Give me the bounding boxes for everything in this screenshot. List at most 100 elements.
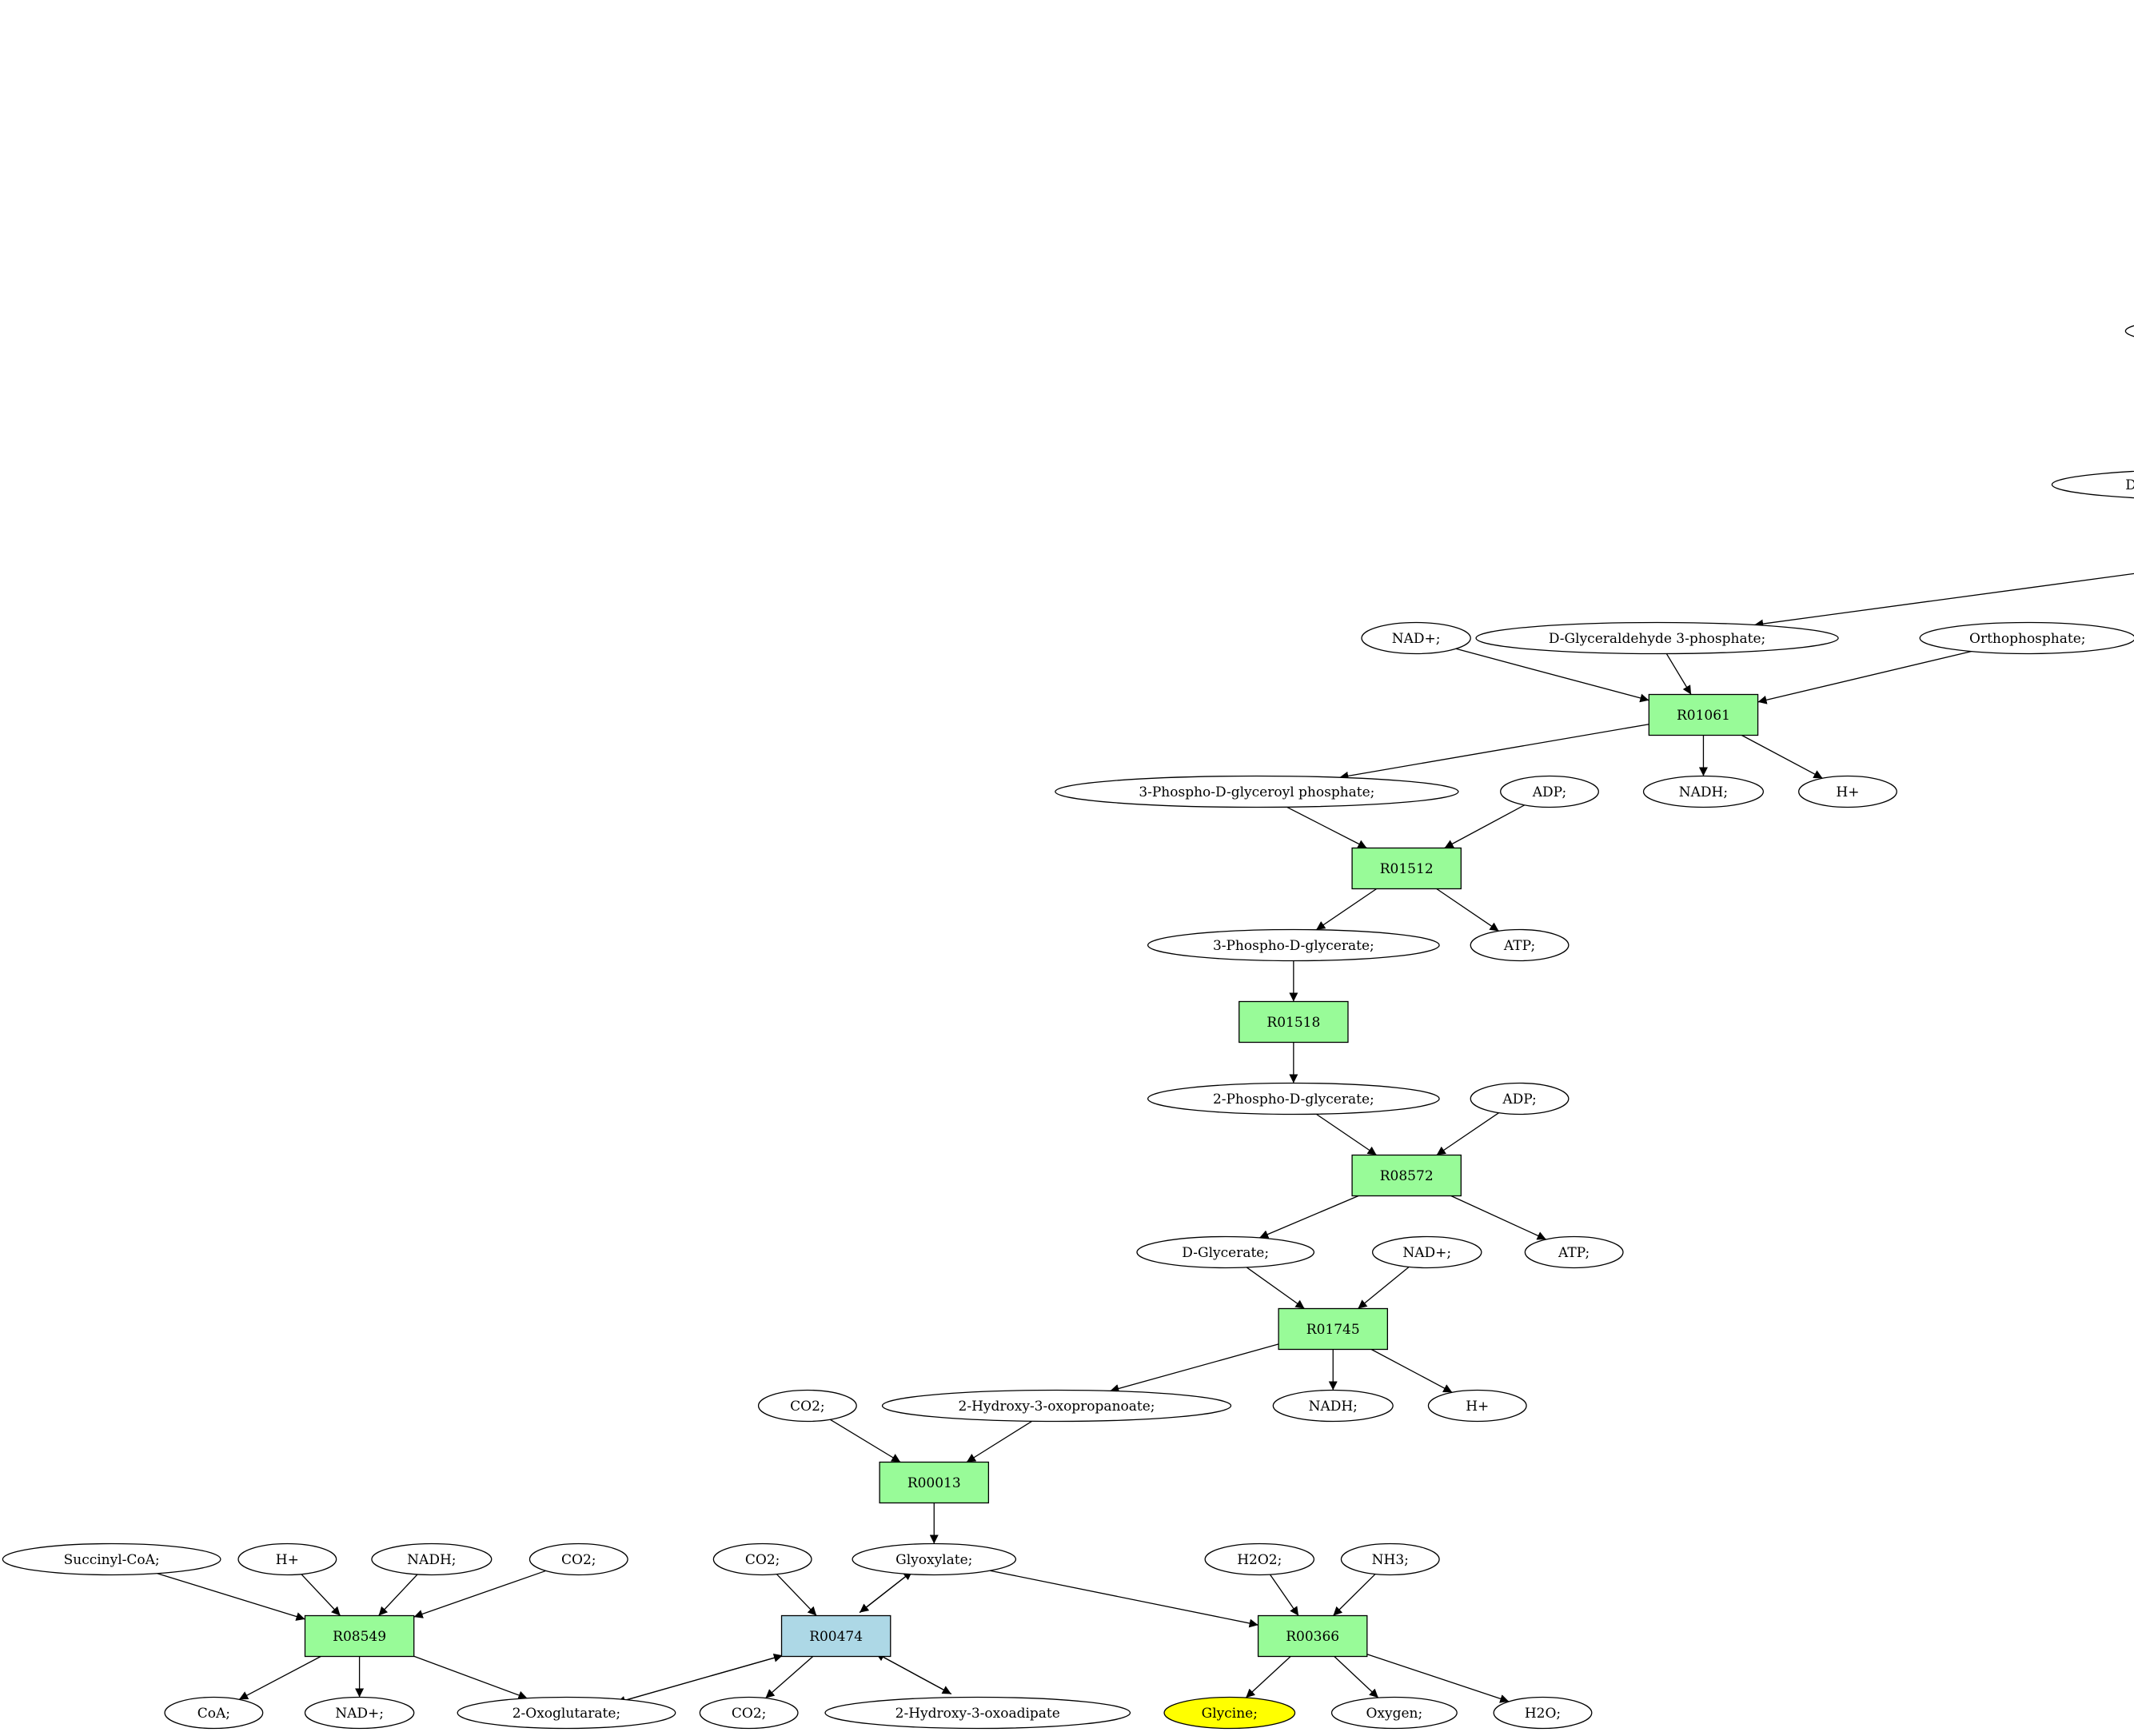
compound-node-bpg[interactable]: 3-Phospho-D-glyceroyl phosphate; xyxy=(1055,775,1459,808)
compound-node-f6p[interactable]: D-Fructose 6-phosphate; xyxy=(2124,316,2134,347)
compound-ellipse xyxy=(164,1696,264,1730)
edge-co2_c-to-r08549 xyxy=(413,1570,546,1618)
compound-node-gap[interactable]: D-Glyceraldehyde 3-phosphate; xyxy=(1475,621,1839,655)
node-label: NAD+; xyxy=(335,1706,384,1722)
compound-node-glyox[interactable]: Glyoxylate; xyxy=(852,1542,1017,1576)
edge-hp_e-to-r08549 xyxy=(301,1574,341,1616)
node-label: R00474 xyxy=(809,1629,863,1645)
reaction-node-r00474[interactable]: R00474 xyxy=(780,1614,891,1658)
compound-node-nadp_d[interactable]: NAD+; xyxy=(1371,1235,1482,1269)
reaction-node-r01512[interactable]: R01512 xyxy=(1351,847,1462,890)
compound-node-hp_b[interactable]: H+ xyxy=(1798,775,1897,808)
reaction-box xyxy=(879,1461,990,1504)
compound-node-adp3[interactable]: ADP; xyxy=(1470,1082,1570,1115)
compound-ellipse xyxy=(1493,1696,1593,1730)
node-label: NH3; xyxy=(1372,1552,1409,1568)
compound-node-adp2[interactable]: ADP; xyxy=(1500,775,1599,808)
node-label: H2O2; xyxy=(1237,1552,1282,1568)
edge-r00474-to-oxoglu xyxy=(616,1654,784,1705)
edge-co2_b-to-r00013 xyxy=(830,1419,901,1463)
compound-node-pg2[interactable]: 2-Phospho-D-glycerate; xyxy=(1147,1082,1440,1115)
edge-r00366-to-glycine xyxy=(1245,1656,1291,1698)
edge-r01061-to-bpg xyxy=(1339,724,1649,780)
compound-node-glycine[interactable]: Glycine; xyxy=(1163,1696,1296,1730)
compound-node-nadp_e[interactable]: NAD+; xyxy=(304,1696,415,1730)
edge-r00366-to-h2o_c xyxy=(1366,1654,1510,1703)
node-label: D-Fructose 1,6-bisphosphate xyxy=(2125,477,2134,493)
compound-node-nadh_d[interactable]: NADH; xyxy=(1272,1389,1394,1423)
edge-r00474-to-glyox xyxy=(859,1570,913,1614)
compound-node-co2_e[interactable]: CO2; xyxy=(699,1696,799,1730)
compound-node-co2_b[interactable]: CO2; xyxy=(757,1389,857,1423)
compound-node-oxoglu[interactable]: 2-Oxoglutarate; xyxy=(457,1696,676,1730)
compound-ellipse xyxy=(852,1542,1017,1576)
compound-ellipse xyxy=(1204,1542,1315,1576)
compound-node-atp3[interactable]: ATP; xyxy=(1524,1235,1624,1269)
node-label: H2O; xyxy=(1525,1706,1561,1722)
compound-ellipse xyxy=(1470,928,1570,962)
reaction-box xyxy=(1648,693,1759,736)
node-label: ADP; xyxy=(1502,1091,1536,1107)
compound-node-hp_e[interactable]: H+ xyxy=(237,1542,337,1576)
node-label: H+ xyxy=(1466,1399,1489,1415)
compound-node-hop[interactable]: 2-Hydroxy-3-oxopropanoate; xyxy=(881,1389,1232,1423)
compound-node-pi[interactable]: Orthophosphate; xyxy=(1919,621,2134,655)
compound-node-fbp[interactable]: D-Fructose 1,6-bisphosphate xyxy=(2051,469,2134,501)
reaction-node-r01745[interactable]: R01745 xyxy=(1278,1307,1389,1351)
node-label: 2-Hydroxy-3-oxoadipate xyxy=(895,1706,1060,1722)
compound-ellipse xyxy=(2124,325,2134,337)
node-label: H+ xyxy=(1836,784,1859,800)
edge-co2_d-to-r00474 xyxy=(776,1574,817,1616)
compound-ellipse xyxy=(1147,1082,1440,1115)
compound-ellipse xyxy=(2051,470,2134,499)
reaction-box xyxy=(1351,847,1462,890)
compound-node-nadp_b[interactable]: NAD+; xyxy=(1361,621,1471,655)
compound-node-h2o2[interactable]: H2O2; xyxy=(1204,1542,1315,1576)
compound-node-nh3[interactable]: NH3; xyxy=(1340,1542,1440,1576)
compound-node-co2_c[interactable]: CO2; xyxy=(529,1542,628,1576)
reaction-node-r08549[interactable]: R08549 xyxy=(304,1614,415,1658)
compound-node-nadh_b[interactable]: NADH; xyxy=(1642,775,1765,808)
reaction-node-r00366[interactable]: R00366 xyxy=(1257,1614,1368,1658)
compound-node-dglyc[interactable]: D-Glycerate; xyxy=(1136,1235,1315,1269)
node-label: ATP; xyxy=(1558,1245,1590,1261)
node-label: 2-Hydroxy-3-oxopropanoate; xyxy=(959,1399,1155,1415)
compound-ellipse xyxy=(881,1389,1232,1423)
compound-node-hoa[interactable]: 2-Hydroxy-3-oxoadipate xyxy=(824,1696,1131,1730)
compound-node-co2_d[interactable]: CO2; xyxy=(712,1542,812,1576)
node-label: 2-Oxoglutarate; xyxy=(513,1706,620,1722)
node-label: CO2; xyxy=(790,1399,825,1415)
edge-r01512-to-atp2 xyxy=(1436,888,1499,932)
compound-node-coa[interactable]: CoA; xyxy=(164,1696,264,1730)
compound-ellipse xyxy=(1427,1389,1527,1423)
compound-ellipse xyxy=(304,1696,415,1730)
node-label: H+ xyxy=(276,1552,299,1568)
compound-node-pg3[interactable]: 3-Phospho-D-glycerate; xyxy=(1147,928,1440,962)
node-label: NADH; xyxy=(1679,784,1728,800)
compound-ellipse xyxy=(1163,1696,1296,1730)
edge-gap-to-r01061 xyxy=(1665,653,1692,695)
reaction-node-r01518[interactable]: R01518 xyxy=(1239,1000,1349,1044)
compound-node-oxygen[interactable]: Oxygen; xyxy=(1330,1696,1458,1730)
compound-ellipse xyxy=(699,1696,799,1730)
compound-ellipse xyxy=(1919,621,2134,655)
node-label: R01061 xyxy=(1677,708,1730,724)
compound-ellipse xyxy=(1136,1235,1315,1269)
compound-node-hp_d[interactable]: H+ xyxy=(1427,1389,1527,1423)
compound-ellipse xyxy=(1330,1696,1458,1730)
compound-node-nadh_e[interactable]: NADH; xyxy=(371,1542,493,1576)
node-layer: ITP;D-Glucose;R00725IDP;D-Glucose 6-phos… xyxy=(2,316,2134,1730)
compound-ellipse xyxy=(824,1696,1131,1730)
edge-pi-to-r01061 xyxy=(1757,651,1972,704)
compound-node-h2o_c[interactable]: H2O; xyxy=(1493,1696,1593,1730)
reaction-node-r01061[interactable]: R01061 xyxy=(1648,693,1759,736)
edge-adp3-to-r08572 xyxy=(1436,1112,1499,1156)
compound-node-atp2[interactable]: ATP; xyxy=(1470,928,1570,962)
edge-glyox-to-r00366 xyxy=(990,1570,1258,1628)
reaction-node-r08572[interactable]: R08572 xyxy=(1351,1154,1462,1197)
compound-node-succoa[interactable]: Succinyl-CoA; xyxy=(2,1542,221,1576)
reaction-box xyxy=(780,1614,891,1658)
reaction-node-r00013[interactable]: R00013 xyxy=(879,1461,990,1504)
reaction-box xyxy=(1239,1000,1349,1044)
